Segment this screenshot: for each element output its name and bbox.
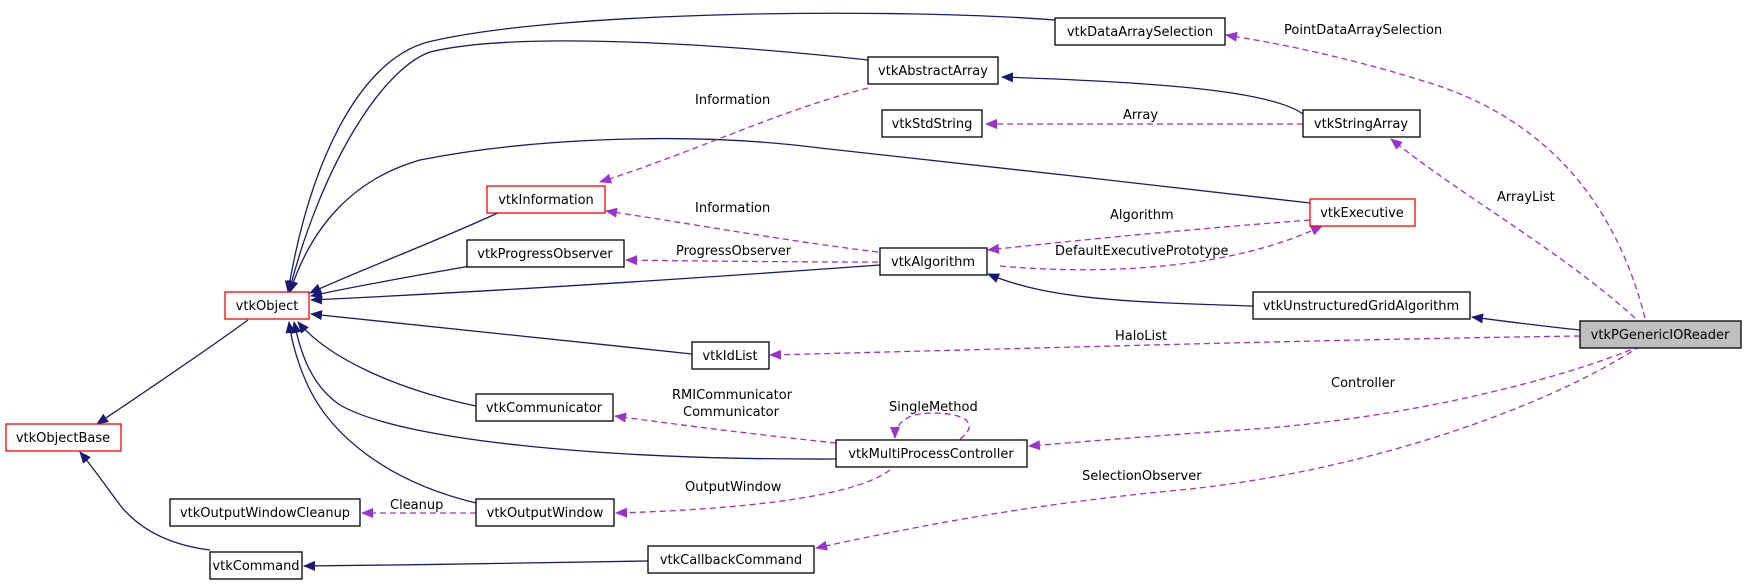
label-selection-observer: SelectionObserver [1082,469,1202,484]
node-label: vtkObjectBase [16,431,110,446]
edge-selectionobserver [815,345,1641,551]
label-array: Array [1123,108,1158,123]
node-vtkInformation[interactable]: vtkInformation [486,185,606,214]
node-label: vtkPGenericIOReader [1591,328,1730,343]
node-label: vtkProgressObserver [477,247,613,262]
edge-vtkCommunicator-to-vtkObject [297,321,477,407]
edge-vtkExecutive-to-vtkObject [288,137,1311,293]
node-label: vtkStringArray [1314,117,1408,132]
edge-pointdataarrayselection [1225,31,1646,319]
node-label: vtkUnstructuredGridAlgorithm [1263,299,1459,314]
node-label: vtkOutputWindow [487,506,604,521]
node-vtkIdList[interactable]: vtkIdList [691,341,770,370]
edge-vtkCommand-to-vtkObjectBase [79,451,211,551]
label-information-algorithm: Information [695,201,770,216]
node-label: vtkDataArraySelection [1067,25,1213,40]
node-vtkStringArray[interactable]: vtkStringArray [1302,109,1421,138]
node-vtkAlgorithm[interactable]: vtkAlgorithm [879,247,988,276]
node-vtkCommand[interactable]: vtkCommand [209,551,303,580]
usage-edges [361,31,1646,551]
node-label: vtkAlgorithm [891,255,975,270]
node-label: vtkAbstractArray [878,64,988,79]
node-vtkPGenericIOReader[interactable]: vtkPGenericIOReader [1579,320,1742,349]
edge-communicator [614,412,837,444]
label-communicator: Communicator [683,405,780,420]
edge-vtkCallbackCommand-to-vtkCommand [303,560,649,571]
edge-vtkUnstructuredGridAlgorithm-to-vtkAlgorithm [987,273,1254,307]
label-controller: Controller [1331,376,1396,391]
edge-progressobserver [625,255,879,266]
node-label: vtkExecutive [1320,206,1404,221]
edge-arraylist [1390,138,1636,319]
edge-outputwindow [615,469,891,518]
label-single-method: SingleMethod [889,400,978,415]
edge-vtkDataArraySelection-to-vtkObject [284,12,1056,293]
edge-labels: PointDataArraySelection Information Arra… [390,23,1555,513]
inheritance-edges [79,12,1581,571]
node-vtkCommunicator[interactable]: vtkCommunicator [475,393,614,422]
label-point-data-array-selection: PointDataArraySelection [1284,23,1442,38]
node-vtkUnstructuredGridAlgorithm[interactable]: vtkUnstructuredGridAlgorithm [1252,291,1471,320]
node-label: vtkOutputWindowCleanup [180,506,350,521]
node-label: vtkCallbackCommand [660,553,802,568]
node-label: vtkMultiProcessController [848,447,1014,462]
label-array-list: ArrayList [1497,190,1555,205]
edge-vtkAlgorithm-to-vtkObject [310,264,881,305]
node-vtkExecutive[interactable]: vtkExecutive [1309,198,1416,227]
node-vtkObject[interactable]: vtkObject [224,291,310,320]
label-progress-observer: ProgressObserver [676,244,792,259]
node-vtkObjectBase[interactable]: vtkObjectBase [5,423,122,452]
node-vtkProgressObserver[interactable]: vtkProgressObserver [466,239,625,268]
node-vtkAbstractArray[interactable]: vtkAbstractArray [867,56,999,85]
node-label: vtkStdString [892,117,973,132]
label-default-executive-prototype: DefaultExecutivePrototype [1055,244,1229,259]
node-label: vtkCommunicator [486,401,603,416]
node-vtkCallbackCommand[interactable]: vtkCallbackCommand [647,545,815,574]
edge-vtkStringArray-to-vtkAbstractArray [1001,72,1304,115]
edge-singlemethod [890,412,970,440]
node-label: vtkObject [236,299,299,314]
label-rmi-communicator: RMICommunicator [672,388,793,403]
label-output-window: OutputWindow [685,480,782,495]
node-vtkDataArraySelection[interactable]: vtkDataArraySelection [1054,17,1226,46]
edge-algorithm [987,219,1311,254]
edge-vtkOutputWindow-to-vtkObject [285,321,477,504]
node-label: vtkCommand [212,559,299,574]
edge-controller [1028,345,1641,451]
node-vtkStdString[interactable]: vtkStdString [881,109,983,138]
label-halo-list: HaloList [1115,329,1167,344]
edge-vtkInformation-to-vtkObject [309,210,503,294]
edge-defaultexecutiveprototype [999,225,1323,271]
edge-vtkMultiProcessController-to-vtkObject [291,321,837,460]
label-algorithm: Algorithm [1110,208,1174,223]
edge-vtkProgressObserver-to-vtkObject [310,265,471,299]
edge-vtkPGenericIOReader-to-vtkUnstructuredGridAlgorithm [1471,313,1581,331]
node-vtkOutputWindowCleanup[interactable]: vtkOutputWindowCleanup [169,498,361,527]
edge-vtkAbstractArray-to-vtkObject [286,40,869,293]
node-vtkMultiProcessController[interactable]: vtkMultiProcessController [835,439,1028,468]
edge-vtkIdList-to-vtkObject [310,310,693,355]
edge-information-abstractarray [599,87,869,184]
node-vtkOutputWindow[interactable]: vtkOutputWindow [475,498,615,527]
label-cleanup: Cleanup [390,498,443,513]
node-label: vtkIdList [702,349,757,364]
edge-halolist [769,335,1581,360]
nodes: vtkDataArraySelection vtkAbstractArray v… [5,17,1742,580]
label-information-abstract: Information [695,93,770,108]
node-label: vtkInformation [498,193,594,208]
edge-vtkObject-to-vtkObjectBase [96,319,249,425]
